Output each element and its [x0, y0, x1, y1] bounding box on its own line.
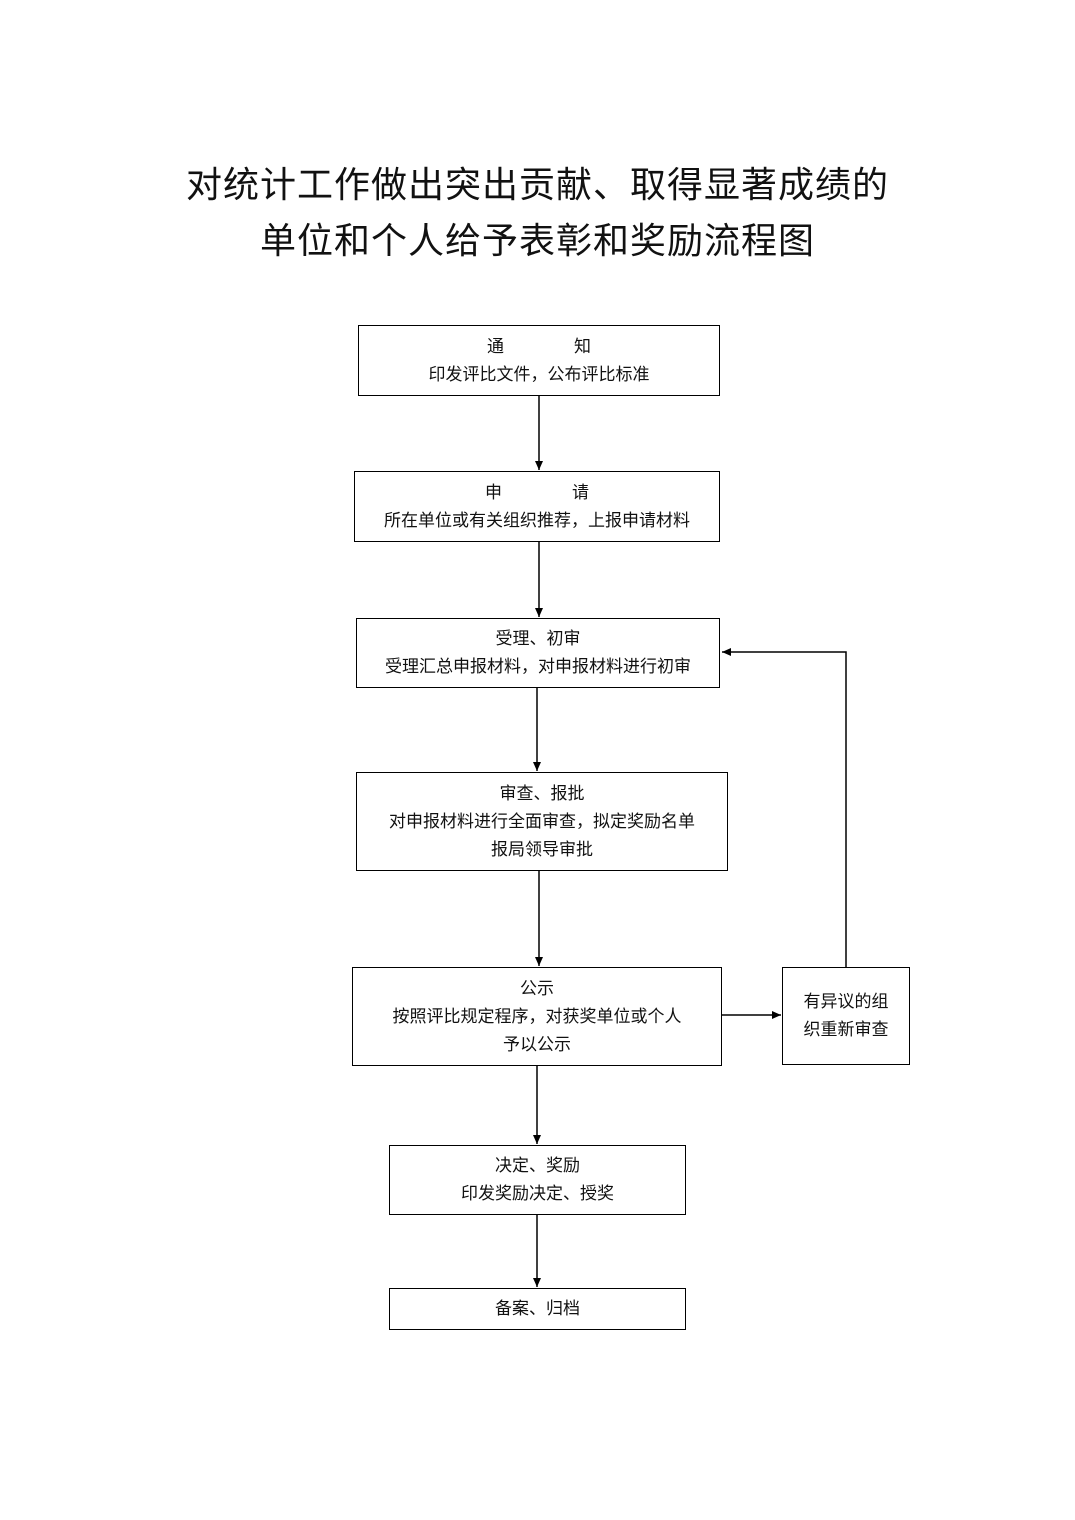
step-apply-desc: 所在单位或有关组织推荐，上报申请材料 [384, 510, 690, 531]
step-review-desc-line-2: 报局领导审批 [491, 839, 593, 860]
step-notice-box: 通知 印发评比文件，公布评比标准 [358, 325, 720, 396]
step-apply-box: 申请 所在单位或有关组织推荐，上报申请材料 [354, 471, 720, 542]
diagram-title-line-2: 单位和个人给予表彰和奖励流程图 [259, 221, 815, 262]
diagram-title-line-1: 对统计工作做出突出贡献、取得显著成绩的 [185, 165, 889, 206]
step-archive-box: 备案、归档 [389, 1288, 686, 1330]
step-decide-label: 决定、奖励 [495, 1156, 580, 1176]
step-archive-label: 备案、归档 [495, 1299, 580, 1319]
step-review-box: 审查、报批 对申报材料进行全面审查，拟定奖励名单 报局领导审批 [356, 772, 728, 871]
step-publicize-box: 公示 按照评比规定程序，对获奖单位或个人 予以公示 [352, 967, 722, 1066]
step-apply-label: 申请 [485, 482, 589, 503]
step-accept-box: 受理、初审 受理汇总申报材料，对申报材料进行初审 [356, 618, 720, 688]
objection-box: 有异议的组 织重新审查 [782, 967, 910, 1065]
objection-line-2: 织重新审查 [803, 1020, 889, 1040]
objection-line-1: 有异议的组 [803, 992, 889, 1012]
step-accept-label: 受理、初审 [495, 629, 581, 649]
step-accept-desc: 受理汇总申报材料，对申报材料进行初审 [385, 657, 691, 677]
step-review-label: 审查、报批 [499, 783, 585, 804]
step-publicize-label: 公示 [520, 978, 554, 999]
step-review-desc-line-1: 对申报材料进行全面审查，拟定奖励名单 [389, 811, 695, 832]
step-publicize-desc-line-1: 按照评比规定程序，对获奖单位或个人 [392, 1006, 682, 1027]
arrow-objection-back-to-accept [722, 648, 847, 967]
step-decide-box: 决定、奖励 印发奖励决定、授奖 [389, 1145, 686, 1215]
step-notice-label: 通知 [487, 336, 591, 357]
step-decide-desc: 印发奖励决定、授奖 [461, 1184, 614, 1204]
step-publicize-desc-line-2: 予以公示 [503, 1034, 571, 1055]
step-notice-desc: 印发评比文件，公布评比标准 [428, 364, 650, 385]
